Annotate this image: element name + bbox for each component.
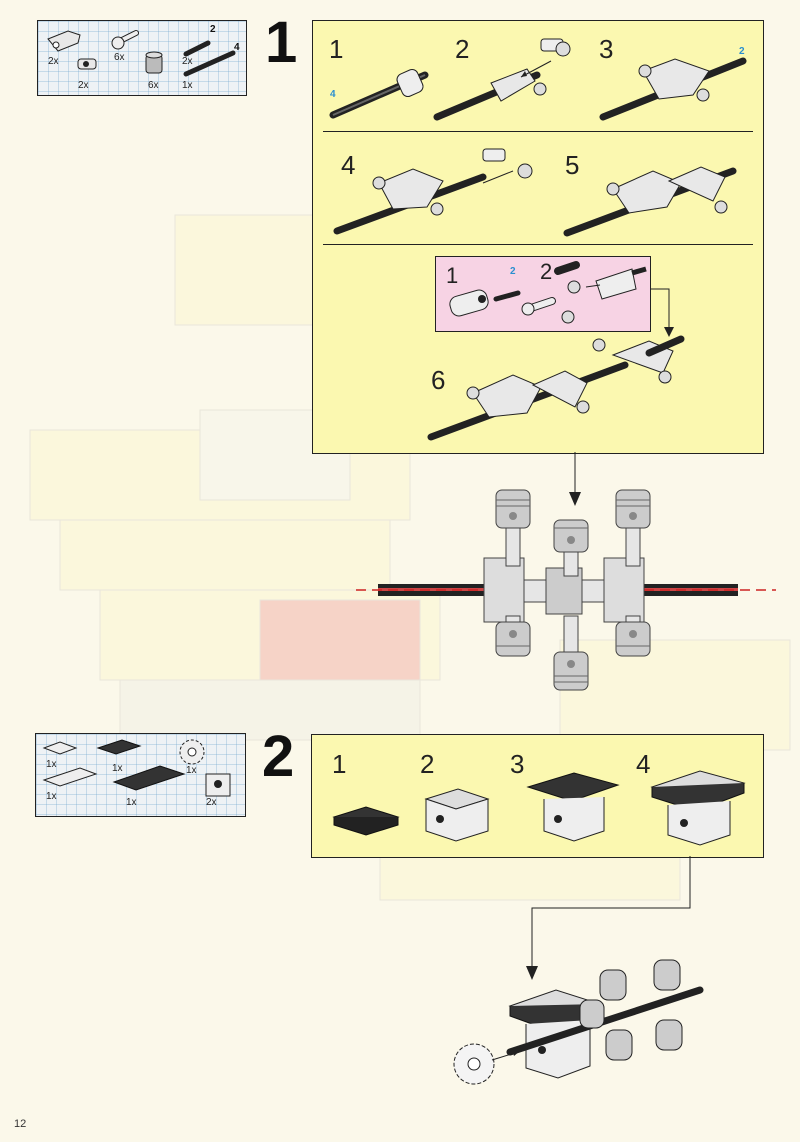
axle-connector-icon: [77, 58, 97, 70]
crank-icon: [427, 335, 685, 441]
sub-assembly-illustration: [449, 261, 647, 324]
step-number: 1: [265, 10, 298, 75]
brick-icon: [526, 772, 620, 842]
part-qty: 1x: [46, 759, 57, 770]
piston-icon: [495, 489, 531, 529]
arrow-icon: [569, 452, 581, 506]
arrow-icon: [526, 856, 691, 980]
brick-icon: [205, 773, 231, 797]
substep-number: 1: [329, 34, 344, 64]
substep-number: 6: [431, 365, 446, 395]
step2-parts-illustration: [42, 739, 231, 797]
crank-icon: [433, 38, 571, 121]
step1-panel: 1 2 3 4 5 6 4 2: [312, 20, 764, 454]
axle-length-badge: 4: [330, 89, 336, 100]
crank-icon: [333, 148, 533, 235]
plate-icon: [96, 739, 186, 791]
part-qty: 6x: [148, 80, 159, 91]
step1-parts-illustration: [47, 30, 236, 77]
step1-parts-box: 2x 6x 2x 6x 2x 1x 2 4: [37, 20, 247, 96]
brick-icon: [650, 770, 746, 846]
step2-panel: 1 2 3 4: [311, 734, 764, 858]
substep-number: 2: [420, 749, 435, 779]
page-number: 12: [14, 1118, 27, 1130]
pin-icon: [111, 30, 139, 50]
part-qty: 2x: [182, 56, 193, 67]
brick-icon: [424, 788, 490, 842]
piston-icon: [615, 621, 651, 657]
substep-number: 4: [636, 749, 651, 779]
part-qty: 2x: [206, 797, 217, 808]
divider: [323, 131, 753, 132]
engine-assembly: [453, 959, 704, 1085]
piston-icon: [553, 651, 589, 691]
plate-icon: [42, 741, 98, 787]
substep-number: 5: [565, 150, 580, 180]
divider: [323, 244, 753, 245]
step1-illustrations: [329, 38, 747, 441]
substep-number: 3: [510, 749, 525, 779]
crank-icon: [563, 166, 737, 237]
step-number: 2: [262, 724, 295, 789]
piston-icon: [579, 959, 683, 1061]
step2-illustrations: [332, 770, 746, 846]
arrow-icon: [651, 288, 674, 337]
axle-connector-icon: [449, 289, 521, 317]
axle-icon: [183, 40, 236, 77]
crank-icon: [599, 57, 747, 121]
substep-number: 3: [599, 34, 614, 64]
part-qty: 1x: [126, 797, 137, 808]
axle-icon: [506, 986, 704, 1056]
step2-parts-box: 1x 1x 1x 1x 1x 2x: [35, 733, 246, 817]
crank-icon: [47, 30, 81, 52]
substep-number: 1: [332, 749, 347, 779]
gear-icon: [453, 1043, 520, 1085]
gear-icon: [179, 739, 205, 765]
plate-icon: [332, 806, 400, 836]
piston-icon: [553, 519, 589, 553]
axle-length-badge: 2: [739, 46, 745, 57]
axle-length-badge: 2: [510, 266, 516, 277]
part-qty: 1x: [112, 763, 123, 774]
part-qty: 1x: [46, 791, 57, 802]
sub-assembly-box: 1 2 2: [435, 256, 651, 332]
part-qty: 2x: [78, 80, 89, 91]
substep-number: 2: [455, 34, 470, 64]
piston-icon: [615, 489, 651, 529]
crankshaft-assembly: [356, 489, 776, 691]
axle-length: 2: [210, 24, 216, 35]
piston-icon: [495, 621, 531, 657]
substep-number: 1: [446, 263, 459, 288]
part-qty: 6x: [114, 52, 125, 63]
substep-number: 4: [341, 150, 356, 180]
part-qty: 1x: [186, 765, 197, 776]
crank-icon: [521, 261, 647, 324]
part-qty: 2x: [48, 56, 59, 67]
part-qty: 1x: [182, 80, 193, 91]
axle-length: 4: [234, 42, 240, 53]
bush-icon: [145, 51, 163, 74]
axle-icon: [329, 68, 429, 119]
substep-number: 2: [540, 259, 553, 284]
